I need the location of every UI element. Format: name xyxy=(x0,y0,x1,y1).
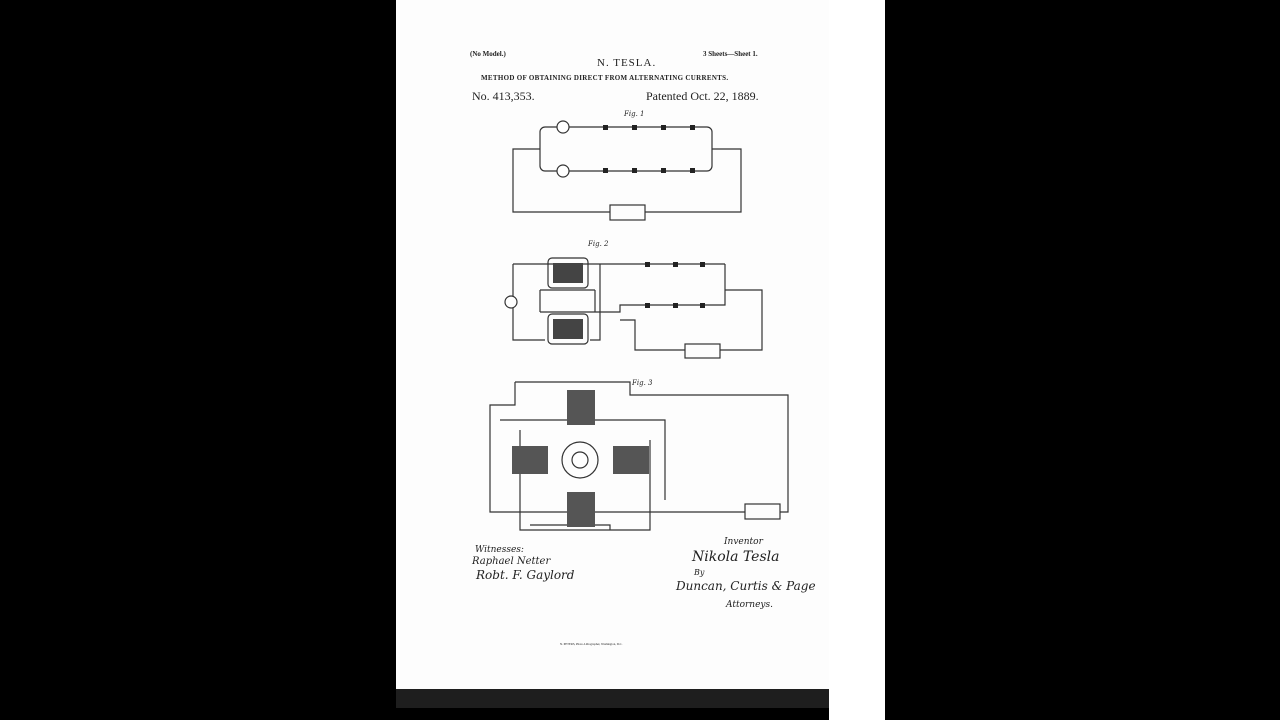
fig-3-circuit xyxy=(489,381,789,531)
patent-number: No. 413,353. xyxy=(472,89,535,103)
footer-lithographer: N. PETERS, Photo-Lithographer, Washingto… xyxy=(560,642,623,646)
fig-markers xyxy=(512,125,705,527)
fig-2-label: Fig. 2 xyxy=(588,240,609,248)
inventor-signature: Nikola Tesla xyxy=(692,549,780,565)
fig-1-label: Fig. 1 xyxy=(624,110,645,118)
coil-right xyxy=(613,446,649,474)
patent-date: Patented Oct. 22, 1889. xyxy=(646,89,759,103)
coil-bottom xyxy=(567,492,595,527)
page-margin xyxy=(829,0,885,720)
patent-page xyxy=(396,0,885,708)
by-label: By xyxy=(694,568,705,577)
coil-left xyxy=(512,446,548,474)
fig-3-label: Fig. 3 xyxy=(632,379,653,387)
inventor-heading: N. TESLA. xyxy=(597,57,657,69)
witnesses-label: Witnesses: xyxy=(475,545,524,555)
inventor-label: Inventor xyxy=(724,537,763,547)
patent-title: METHOD OF OBTAINING DIRECT FROM ALTERNAT… xyxy=(481,74,729,82)
witness-2-signature: Robt. F. Gaylord xyxy=(476,568,575,582)
witness-1-signature: Raphael Netter xyxy=(472,556,551,567)
attorneys-signature: Duncan, Curtis & Page xyxy=(676,579,816,593)
page-bottom-edge xyxy=(396,689,829,708)
attorneys-label: Attorneys. xyxy=(726,600,773,610)
coil-top xyxy=(567,390,595,425)
model-label: (No Model.) xyxy=(470,50,506,58)
fig-2-circuit xyxy=(504,257,763,359)
fig-1-circuit xyxy=(512,120,742,221)
sheets-label: 3 Sheets—Sheet 1. xyxy=(703,50,758,58)
